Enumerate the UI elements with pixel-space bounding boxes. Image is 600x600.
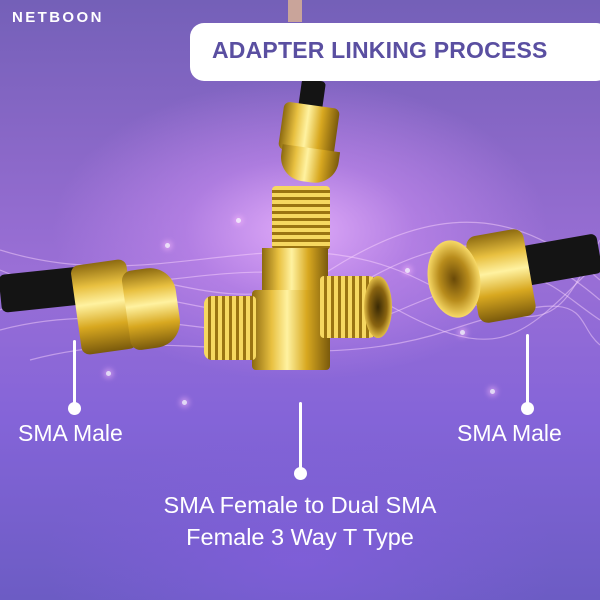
t-adapter-top-port xyxy=(272,186,330,250)
left-pointer-dot xyxy=(68,402,81,415)
sparkle xyxy=(106,371,111,376)
title-card: ADAPTER LINKING PROCESS xyxy=(190,23,600,81)
sparkle xyxy=(405,268,410,273)
left-connector-label: SMA Male xyxy=(18,420,123,446)
center-pointer-dot xyxy=(294,467,307,480)
right-pointer-line xyxy=(526,334,529,406)
t-adapter-body xyxy=(252,290,330,370)
sparkle xyxy=(236,218,241,223)
top-cable xyxy=(288,0,302,22)
t-adapter-right-opening xyxy=(364,276,392,338)
right-connector-label: SMA Male xyxy=(457,420,562,446)
sparkle xyxy=(460,330,465,335)
t-adapter-left-port xyxy=(204,296,256,360)
right-pointer-dot xyxy=(521,402,534,415)
sparkle xyxy=(182,400,187,405)
sparkle xyxy=(490,389,495,394)
brand-logo: NETBOON xyxy=(12,9,104,26)
left-pointer-line xyxy=(73,340,76,406)
center-pointer-line xyxy=(299,402,302,472)
center-adapter-label-line1: SMA Female to Dual SMA xyxy=(163,492,437,518)
center-adapter-label-line2: Female 3 Way T Type xyxy=(186,524,414,550)
sparkle xyxy=(165,243,170,248)
page-title: ADAPTER LINKING PROCESS xyxy=(212,37,548,63)
